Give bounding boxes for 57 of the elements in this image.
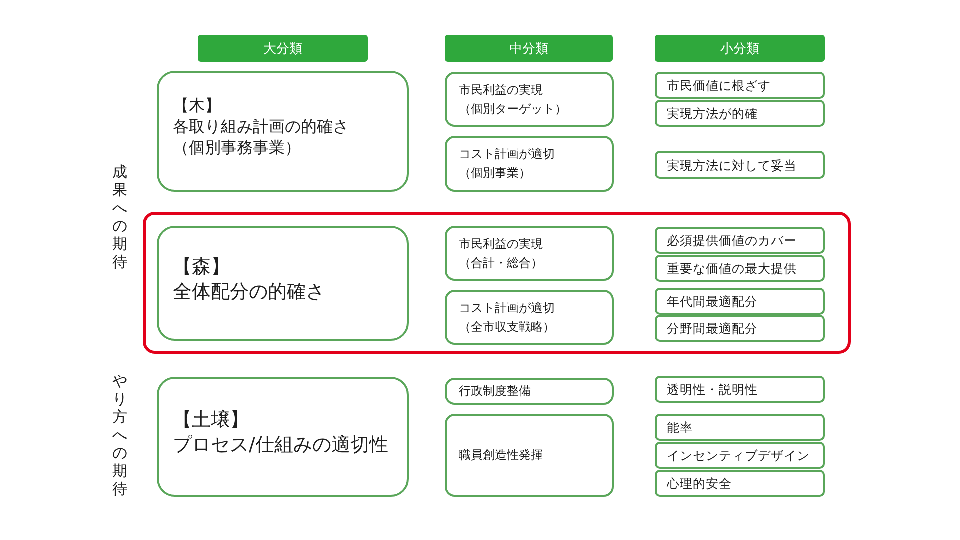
card-heading: 【土壌】: [173, 408, 249, 433]
subcategory-card: [445, 414, 614, 497]
subcategory-card: [445, 226, 614, 281]
header-bar: [445, 35, 613, 62]
vertical-label: やり方への期待: [112, 372, 128, 498]
highlight-frame: [143, 212, 851, 354]
category-card: [157, 226, 409, 341]
card-text: コスト計画が適切: [459, 146, 555, 164]
category-card: [157, 71, 409, 192]
subcategory-card: [445, 290, 614, 345]
card-text: インセンティブデザイン: [667, 448, 810, 463]
card-text: 市民価値に根ざす: [667, 78, 771, 93]
criterion-card: [655, 72, 825, 99]
card-text: 年代間最適配分: [667, 294, 758, 309]
card-text: プロセス/仕組みの適切性: [173, 433, 388, 458]
card-text: 透明性・説明性: [667, 382, 758, 397]
card-text: 市民利益の実現: [459, 236, 543, 253]
header-label: 大分類: [264, 40, 302, 58]
category-card: [157, 377, 409, 497]
criterion-card: [655, 100, 825, 127]
card-text: コスト計画が適切: [459, 300, 555, 317]
card-text: 職員創造性発揮: [459, 447, 543, 464]
criterion-card: [655, 315, 825, 342]
card-heading: 【木】: [173, 96, 221, 118]
header-label: 小分類: [720, 40, 760, 58]
criterion-card: [655, 442, 825, 469]
criterion-card: [655, 288, 825, 315]
subcategory-card: [445, 72, 614, 127]
card-text: 全体配分の的確さ: [173, 280, 325, 304]
criterion-card: [655, 470, 825, 497]
card-text: 行政制度整備: [459, 383, 531, 400]
card-text: 必須提供価値のカバー: [667, 233, 797, 248]
vertical-label: 成果への期待: [112, 163, 128, 271]
card-text: 分野間最適配分: [667, 321, 758, 336]
card-heading: 【森】: [173, 254, 230, 280]
card-text: 各取り組み計画の的確さ: [173, 117, 349, 138]
card-text: （個別ターゲット）: [459, 100, 567, 118]
subcategory-card: [445, 136, 614, 192]
card-text: 心理的安全: [667, 476, 732, 491]
card-text: 市民利益の実現: [459, 82, 543, 99]
header-bar: [198, 35, 368, 62]
card-text: 実現方法が的確: [667, 106, 758, 121]
header-label: 中分類: [510, 40, 548, 58]
card-text: 実現方法に対して妥当: [667, 158, 797, 172]
header-bar: [655, 35, 825, 62]
criterion-card: [655, 414, 825, 441]
criterion-card: [655, 151, 825, 179]
card-text: （個別事務事業）: [173, 138, 301, 159]
card-text: （個別事業）: [459, 165, 531, 182]
card-text: 能率: [667, 420, 693, 435]
criterion-card: [655, 376, 825, 403]
criterion-card: [655, 255, 825, 282]
card-text: （合計・総合）: [459, 254, 543, 272]
card-text: 重要な価値の最大提供: [667, 261, 797, 276]
subcategory-card: [445, 378, 614, 405]
criterion-card: [655, 227, 825, 254]
card-text: （全市収支戦略）: [459, 318, 555, 336]
